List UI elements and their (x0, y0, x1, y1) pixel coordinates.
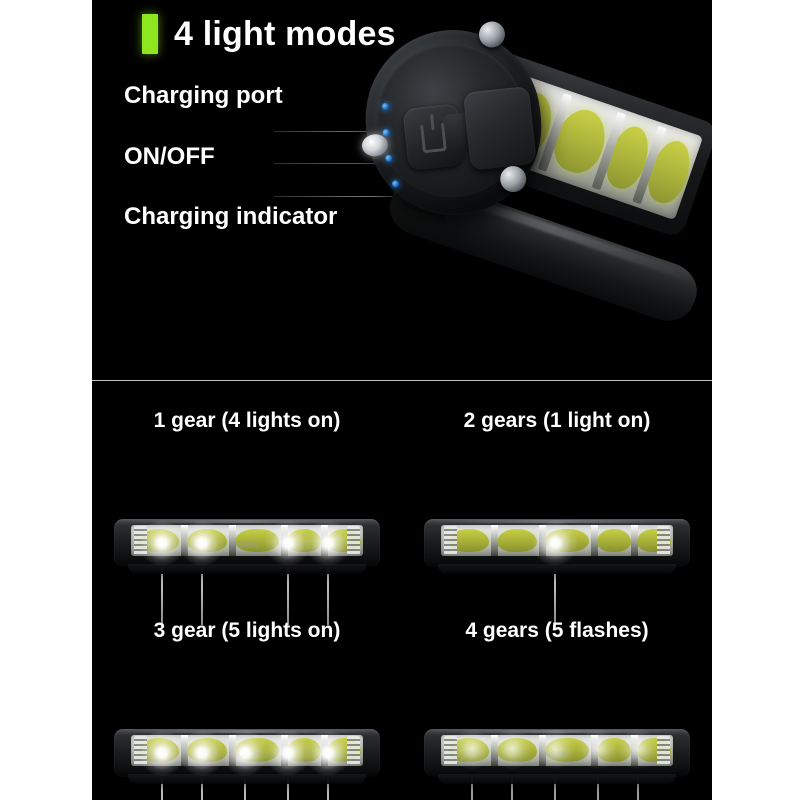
top-feature-panel: 4 light modes Charging port ON/OFF Charg… (92, 0, 712, 380)
product-render-angled (350, 8, 712, 338)
leader-line-charging-indicator (274, 196, 489, 197)
section-divider (92, 380, 712, 381)
lit-light-glow (265, 729, 311, 776)
led-reflector-cell (597, 528, 631, 553)
lens-end-grille-right (657, 526, 670, 555)
flashing-light-glow (578, 728, 618, 769)
charging-port-cover[interactable] (462, 85, 537, 171)
light-modes-grid: 1 gear (4 lights on) 2 gears (1 light on)… (92, 381, 712, 800)
mode-1-gear-light-bar (114, 501, 380, 625)
callout-on-off: ON/OFF (124, 143, 215, 170)
lit-light-glow (179, 729, 225, 776)
flashing-light-glow (452, 728, 492, 769)
reflector-separator (591, 525, 598, 556)
callout-charging-port: Charging port (124, 82, 283, 109)
charging-indicator-led-3 (385, 154, 393, 163)
reflector-separator (491, 525, 498, 556)
light-ray (201, 543, 203, 625)
callout-charging-indicator: Charging indicator (124, 203, 338, 230)
light-ray (287, 543, 289, 625)
lit-light-glow (179, 520, 225, 566)
led-reflector-cell (497, 528, 537, 553)
light-ray (554, 543, 556, 625)
lens-end-grille-left (444, 526, 457, 555)
mode-4-gears-label: 4 gears (5 flashes) (465, 618, 649, 642)
mode-1-gear-label: 1 gear (4 lights on) (153, 409, 341, 432)
page-title: 4 light modes (142, 14, 396, 54)
page-title-text: 4 light modes (174, 15, 396, 53)
flashing-light-glow (492, 728, 532, 769)
mode-3-gear: 3 gear (5 lights on) (92, 591, 402, 800)
charging-indicator-led-4 (391, 180, 400, 188)
lit-light-glow (222, 729, 268, 776)
green-accent-bar-icon (142, 14, 158, 54)
reflector-separator (631, 525, 638, 556)
mode-3-gear-light-bar (114, 711, 380, 800)
lit-light-glow (139, 729, 185, 776)
lit-light-glow (305, 729, 351, 776)
brand-mark (236, 541, 258, 548)
lit-light-glow (139, 520, 185, 566)
housing-screw-top (477, 20, 507, 49)
power-icon (419, 121, 447, 154)
mode-4-gears-light-bar (424, 711, 690, 800)
lit-light-glow (265, 520, 311, 566)
mode-4-gears: 4 gears (5 flashes) (402, 591, 712, 800)
reflector-separator (229, 525, 236, 556)
light-modes-panel: 1 gear (4 lights on) 2 gears (1 light on)… (92, 381, 712, 800)
led-reflector-cell (449, 528, 489, 553)
lens-end-grille-right (657, 735, 670, 765)
light-ray (327, 543, 329, 625)
light-ray (161, 543, 163, 625)
mode-3-gear-label: 3 gear (5 lights on) (153, 618, 341, 642)
mode-2-gears-label: 2 gears (1 light on) (463, 409, 651, 432)
mode-2-gears: 2 gears (1 light on) (402, 381, 712, 625)
lit-light-glow (532, 520, 578, 566)
mode-1-gear: 1 gear (4 lights on) (92, 381, 402, 625)
flashing-light-glow (618, 728, 658, 769)
charging-indicator-led-2 (382, 128, 391, 137)
charging-indicator-led-1 (381, 102, 390, 111)
flashing-light-glow (535, 728, 575, 769)
lit-light-glow (305, 520, 351, 566)
mode-2-gears-light-bar (424, 501, 690, 625)
